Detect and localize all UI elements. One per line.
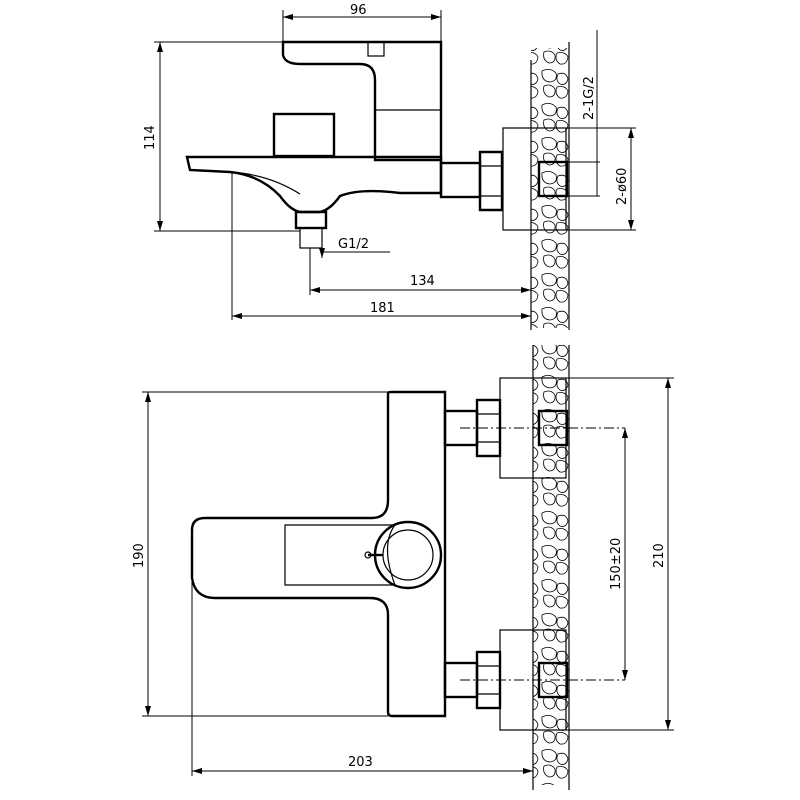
dim-label-203: 203: [348, 755, 373, 770]
wall-top: [530, 42, 570, 330]
hex-nut: [478, 150, 504, 212]
dimension-181: 181: [231, 172, 531, 320]
dimension-114: 114: [143, 41, 300, 232]
side-view: 96 114 G1/2 134 181 2-1G/2 2-ø60: [143, 3, 636, 330]
dimension-203: 203: [191, 578, 533, 776]
dim-label-181: 181: [370, 301, 395, 316]
dim-label-g12: G1/2: [338, 237, 369, 252]
dim-label-150: 150±20: [609, 538, 624, 590]
dimension-96: 96: [282, 3, 442, 42]
dimension-g12: G1/2: [319, 232, 390, 258]
dim-label-flange: 2-ø60: [615, 168, 630, 205]
dimension-210: 210: [566, 377, 674, 731]
dimension-thread-inlet: 2-1G/2: [567, 30, 600, 197]
diverter-button: [272, 112, 336, 158]
mixer-body: [185, 40, 443, 249]
dim-label-190: 190: [132, 543, 147, 568]
front-view: 190 150±20 210 203: [132, 345, 674, 790]
dim-label-114: 114: [143, 125, 158, 150]
dim-label-134: 134: [410, 274, 435, 289]
dim-label-96: 96: [350, 3, 367, 18]
inlet-thread: [537, 160, 569, 198]
dimension-134: 134: [309, 248, 531, 295]
dimension-190: 190: [132, 391, 388, 717]
dimension-150: 150±20: [609, 428, 628, 680]
mixer-body-front: [190, 390, 447, 718]
dim-label-210: 210: [652, 543, 667, 568]
inlet-pipe: [439, 161, 482, 199]
dim-label-thread-inlet: 2-1G/2: [582, 76, 597, 120]
dimension-flange: 2-ø60: [566, 127, 636, 231]
